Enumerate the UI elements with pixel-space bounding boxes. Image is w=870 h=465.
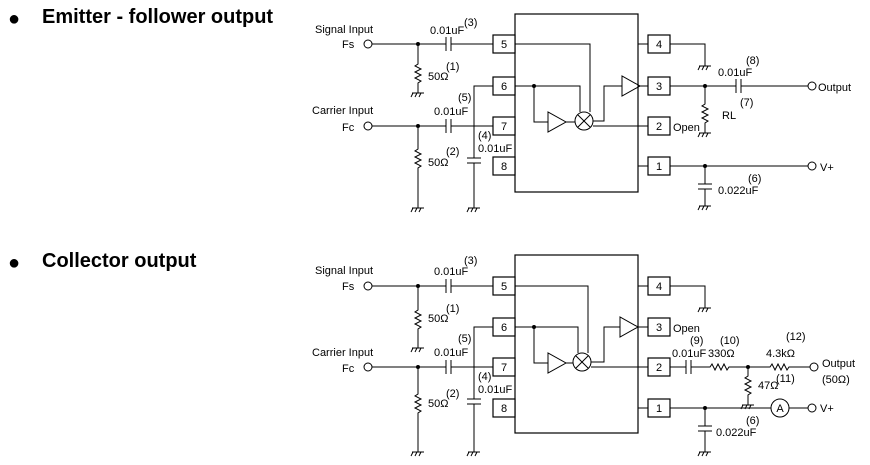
res-47-label: 47Ω <box>758 380 778 392</box>
pin2-open-label: Open <box>673 122 700 134</box>
output-terminal[interactable] <box>807 81 817 91</box>
vplus-label: V+ <box>820 162 834 174</box>
carrier-input-terminal[interactable] <box>363 362 373 372</box>
note-3: (3) <box>464 255 477 267</box>
cap-carrier-label: 0.01uF <box>434 347 469 359</box>
pin-box-8 <box>492 398 516 418</box>
vplus-terminal[interactable] <box>807 403 817 413</box>
vplus-label: V+ <box>820 403 834 415</box>
section-heading-emitter-follower: Emitter - follower output <box>42 6 274 28</box>
signal-input-label: Signal Input <box>315 24 373 36</box>
bullet-2: ● <box>8 252 21 274</box>
pin-label-5: 5 <box>501 39 507 51</box>
pin-label-3: 3 <box>656 81 662 93</box>
pin-label-6: 6 <box>501 81 507 93</box>
cap-out-label: 0.01uF <box>672 348 707 360</box>
cap-out-label: 0.01uF <box>718 67 753 79</box>
pin-box-8 <box>492 156 516 176</box>
carrier-input-label: Carrier Input <box>312 347 373 359</box>
fs-label: Fs <box>342 281 355 293</box>
res-signal-label: 50Ω <box>428 71 448 83</box>
rl-label: RL <box>722 110 736 122</box>
pin-label-4: 4 <box>656 281 662 293</box>
output-label: Output <box>822 358 855 370</box>
note-10: (10) <box>720 335 740 347</box>
res-330-label: 330Ω <box>708 348 735 360</box>
note-6: (6) <box>748 173 761 185</box>
ic-body <box>514 254 639 434</box>
pin-label-1: 1 <box>656 403 662 415</box>
note-7: (7) <box>740 97 753 109</box>
cap-vplus-label: 0.022uF <box>718 185 759 197</box>
pin-label-2: 2 <box>656 121 662 133</box>
note-4: (4) <box>478 130 491 142</box>
note-12: (12) <box>786 331 806 343</box>
carrier-input-label: Carrier Input <box>312 105 373 117</box>
signal-input-terminal[interactable] <box>363 281 373 291</box>
pin-label-7: 7 <box>501 362 507 374</box>
circuit-emitter-follower: 5 6 7 8 4 3 2 1 Open Signal Input Fs 0.0… <box>312 13 851 213</box>
note-9: (9) <box>690 335 703 347</box>
pin-label-7: 7 <box>501 121 507 133</box>
note-6: (6) <box>746 415 759 427</box>
output-terminal[interactable] <box>809 362 819 372</box>
circuit-collector: 5 6 7 8 4 3 2 1 Open Signal Input Fs 0.0… <box>312 254 855 457</box>
output-label: Output <box>818 82 851 94</box>
res-carrier-label: 50Ω <box>428 157 448 169</box>
fs-label: Fs <box>342 39 355 51</box>
section-heading-collector: Collector output <box>42 250 197 272</box>
cap-signal-label: 0.01uF <box>434 266 469 278</box>
pin-label-5: 5 <box>501 281 507 293</box>
note-5: (5) <box>458 92 471 104</box>
pin-label-8: 8 <box>501 403 507 415</box>
pin-label-6: 6 <box>501 322 507 334</box>
signal-input-terminal[interactable] <box>363 39 373 49</box>
pin-label-4: 4 <box>656 39 662 51</box>
cap-signal-label: 0.01uF <box>430 25 465 37</box>
note-11: (11) <box>776 373 795 385</box>
cap-carrier-label: 0.01uF <box>434 106 469 118</box>
res-signal-label: 50Ω <box>428 313 448 325</box>
note-5: (5) <box>458 333 471 345</box>
signal-input-label: Signal Input <box>315 265 373 277</box>
note-8: (8) <box>746 55 759 67</box>
cap-pin8-label: 0.01uF <box>478 384 513 396</box>
note-2: (2) <box>446 388 459 400</box>
ic-body <box>514 13 639 193</box>
note-1: (1) <box>446 61 459 73</box>
pin-label-2: 2 <box>656 362 662 374</box>
note-3: (3) <box>464 17 477 29</box>
pin-label-3: 3 <box>656 322 662 334</box>
carrier-input-terminal[interactable] <box>363 121 373 131</box>
note-1: (1) <box>446 303 459 315</box>
vplus-terminal[interactable] <box>807 161 817 171</box>
fc-label: Fc <box>342 122 355 134</box>
res-4k3-label: 4.3kΩ <box>766 348 795 360</box>
note-4: (4) <box>478 371 491 383</box>
ammeter-label: A <box>776 403 784 415</box>
fc-label: Fc <box>342 363 355 375</box>
pin-label-1: 1 <box>656 161 662 173</box>
res-carrier-label: 50Ω <box>428 398 448 410</box>
note-2: (2) <box>446 146 459 158</box>
output-impedance-label: (50Ω) <box>822 374 850 386</box>
pin-label-8: 8 <box>501 161 507 173</box>
bullet-1: ● <box>8 8 21 30</box>
cap-vplus-label: 0.022uF <box>716 427 757 439</box>
pin3-open-label: Open <box>673 323 700 335</box>
cap-pin8-label: 0.01uF <box>478 143 513 155</box>
